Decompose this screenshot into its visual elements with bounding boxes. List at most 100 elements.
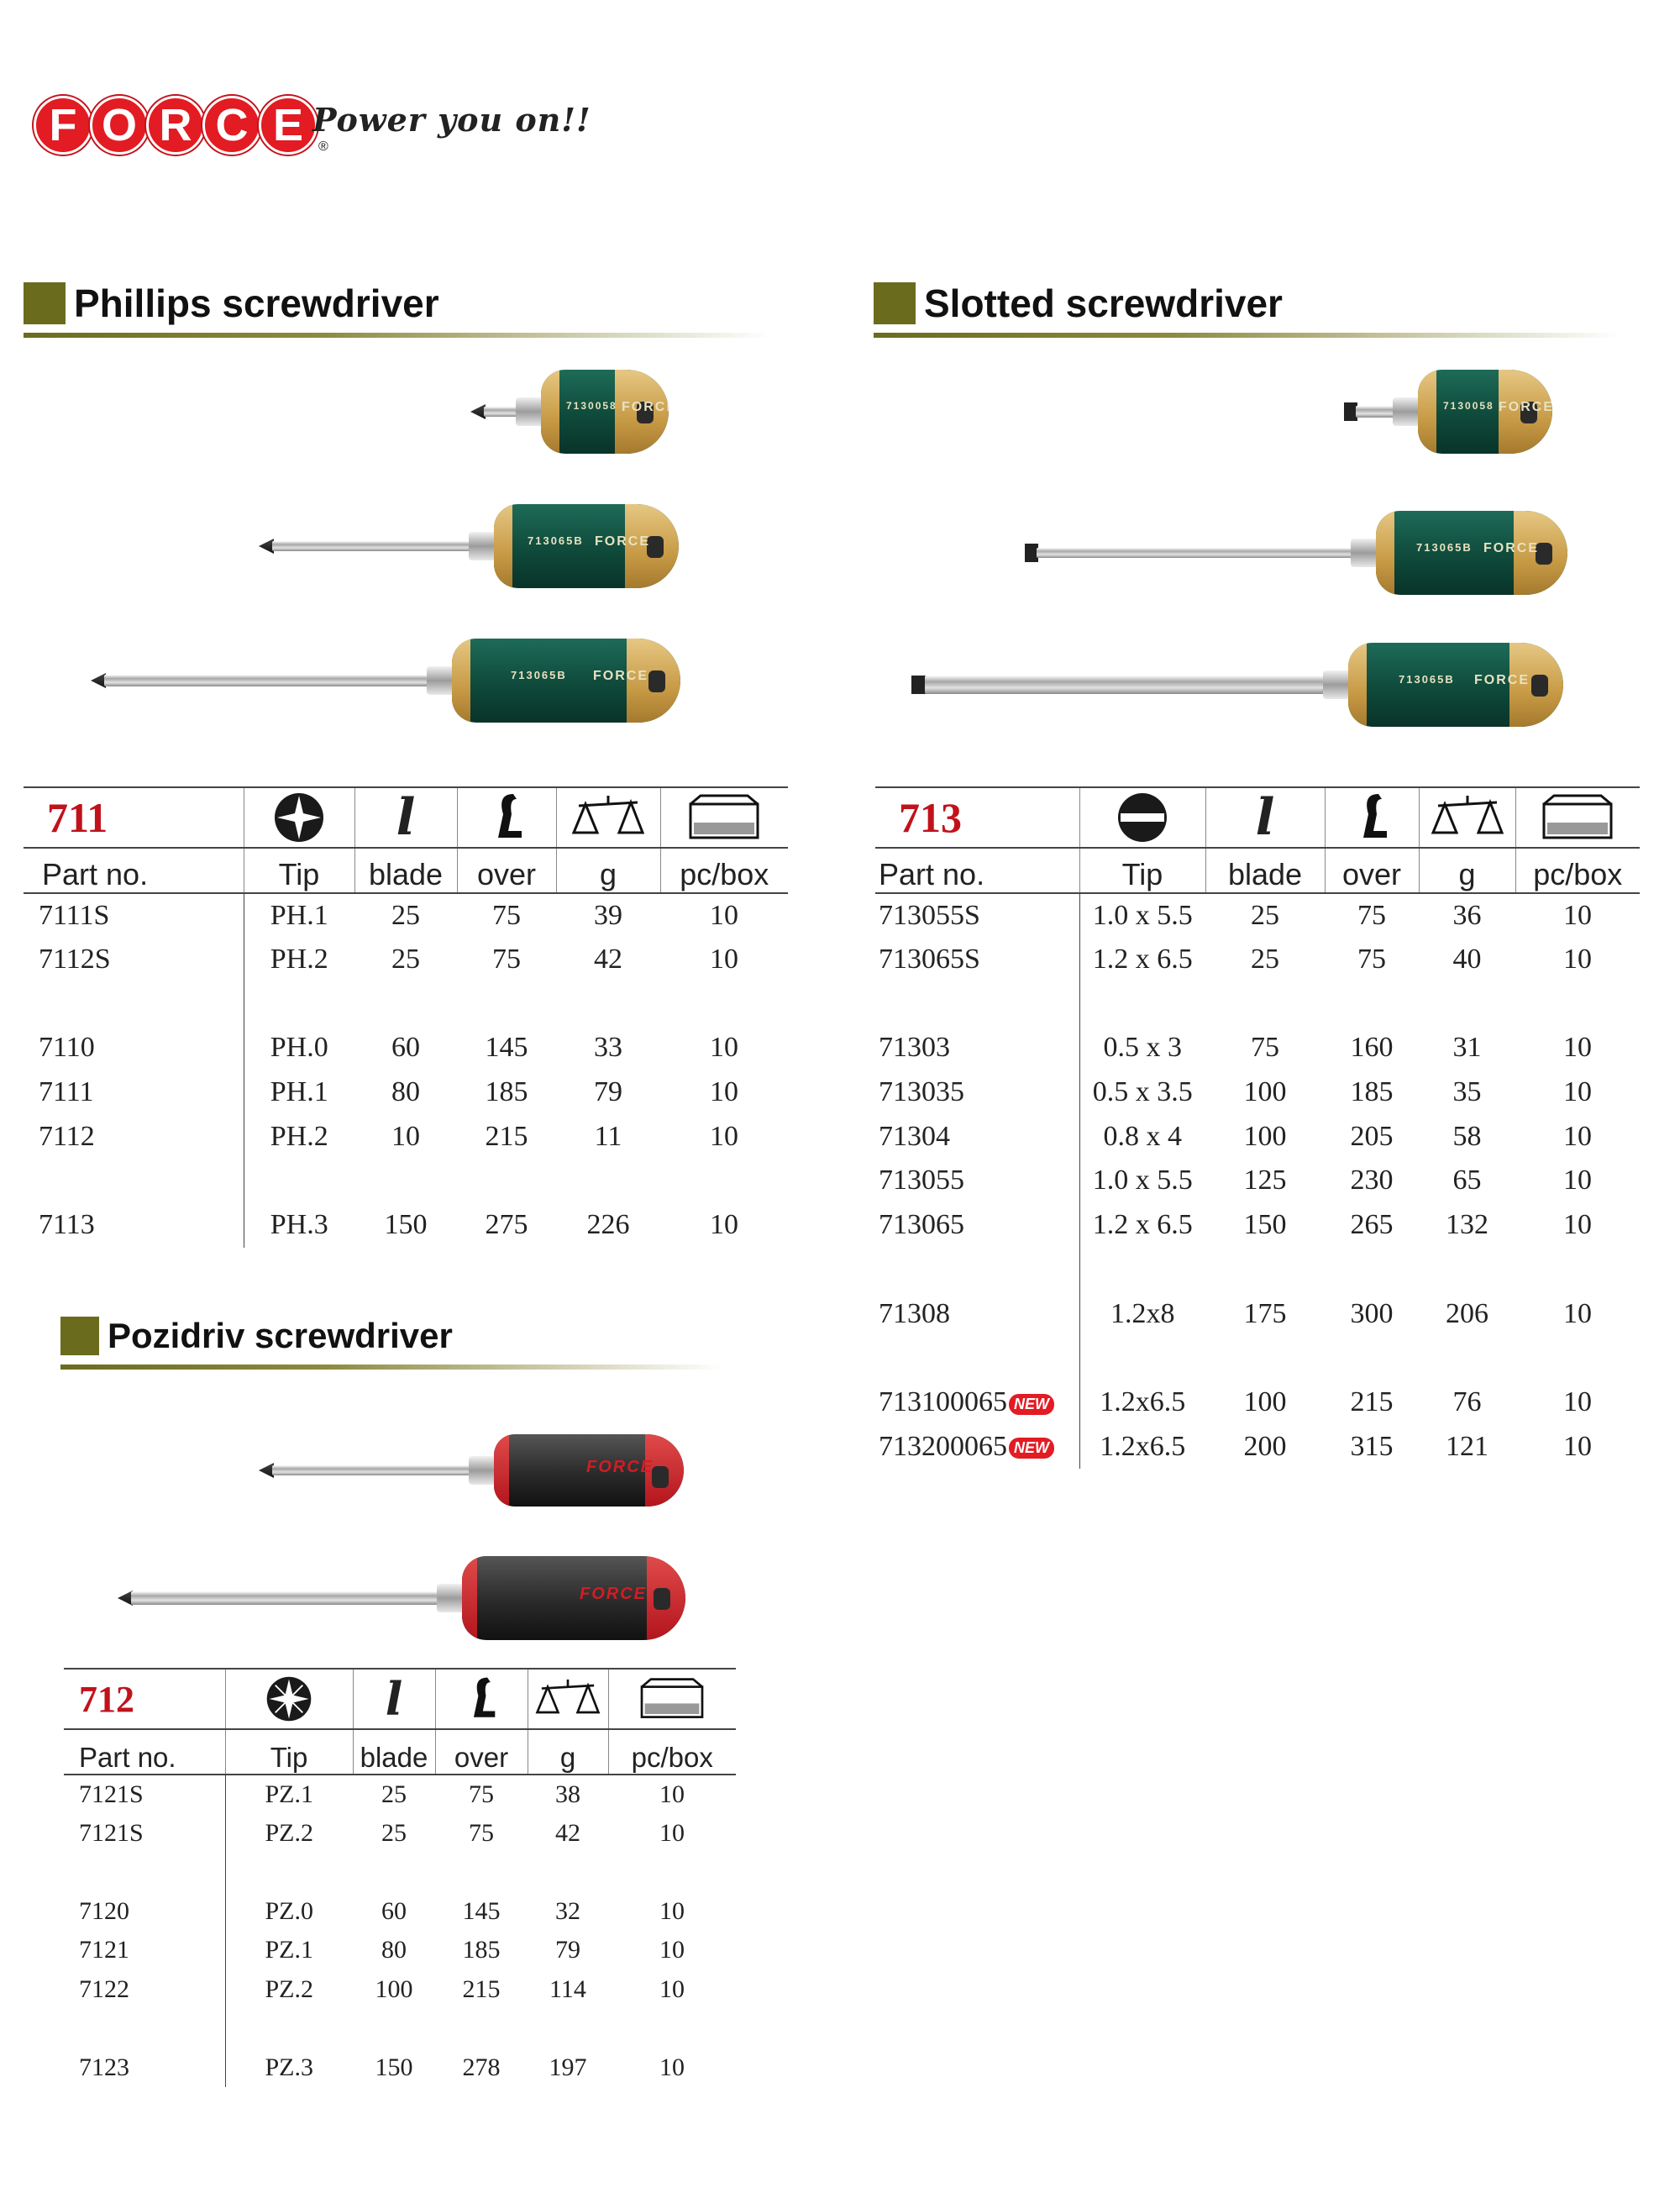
overall-length-icon (473, 1677, 496, 1717)
part-number: 7121 (79, 1936, 129, 1964)
overall-length: 275 (485, 1209, 528, 1241)
tool-label: 7130058 (566, 400, 617, 412)
tip-size: 1.2x8 (1110, 1297, 1175, 1329)
over-header: over (1324, 848, 1419, 894)
tip-size: 0.8 x 4 (1103, 1120, 1183, 1152)
g-header: g (555, 848, 660, 894)
blade-length: 25 (391, 899, 420, 931)
blade-length: 100 (375, 1975, 413, 2003)
tip-size: PH.2 (270, 944, 328, 975)
slogan: Power you on!! (312, 101, 591, 139)
slotted-icon (1118, 793, 1167, 842)
pieces-per-box: 10 (1563, 1165, 1592, 1196)
pieces-per-box: 10 (659, 1818, 685, 1847)
blade-length: 100 (1243, 1386, 1287, 1417)
tool-brand: FORCE (622, 400, 669, 414)
part-number: 713035 (879, 1076, 964, 1108)
overall-length: 215 (485, 1120, 528, 1152)
pieces-per-box: 10 (1563, 1297, 1592, 1329)
part-number: 7111 (39, 1076, 94, 1108)
box-icon (689, 794, 759, 839)
overall-length: 160 (1350, 1032, 1394, 1064)
part-number: 71308 (879, 1297, 950, 1329)
part-number: 713065 (879, 1209, 964, 1241)
blade-length: 60 (381, 1896, 407, 1925)
icon-row: 713 l (875, 786, 1640, 849)
new-badge: NEW (1009, 1438, 1054, 1459)
overall-length: 205 (1350, 1120, 1394, 1152)
part-number: 713200065 (879, 1430, 1007, 1462)
part-number: 7113 (39, 1209, 95, 1241)
pieces-per-box: 10 (710, 1209, 738, 1241)
blade-header: blade (354, 848, 457, 894)
tool-label: 713065B (511, 669, 567, 681)
spacer-row (64, 1853, 736, 1892)
tool-label: 713065B (1416, 541, 1473, 554)
over-header: over (434, 1729, 528, 1775)
part-number: 7111S (39, 899, 110, 931)
weight: 114 (549, 1975, 586, 2003)
overall-length: 278 (462, 2053, 501, 2081)
pozidriv-icon (266, 1676, 312, 1722)
tip-size: 1.2x6.5 (1100, 1430, 1186, 1462)
part-number: 713100065 (879, 1386, 1007, 1417)
heading-square-icon (60, 1317, 99, 1355)
weight: 42 (555, 1818, 580, 1847)
weight: 79 (594, 1076, 622, 1108)
overall-length: 215 (462, 1975, 501, 2003)
part-number: 7112 (39, 1120, 95, 1152)
spacer-row (875, 981, 1640, 1027)
blade-length: 80 (391, 1076, 420, 1108)
spacer-row (24, 1159, 788, 1203)
blade-length: 25 (1251, 899, 1279, 931)
weight: 38 (555, 1780, 580, 1808)
header-row: Part no. Tip blade over g pc/box (875, 848, 1640, 894)
weight: 11 (594, 1120, 622, 1152)
slotted-table: 713 l Part no. Tip blade over g pc/box 7… (875, 786, 1640, 1469)
header-row: Part no. Tip blade over g pc/box (24, 848, 788, 894)
tool-brand: FORCE (593, 669, 648, 683)
weight: 32 (555, 1896, 580, 1925)
pcbox-header: pc/box (659, 848, 788, 894)
tip-size: 0.5 x 3 (1103, 1032, 1183, 1064)
slotted-tool-long: FORCE 713065B (911, 643, 1567, 727)
blade-length: 100 (1243, 1076, 1287, 1108)
overall-length: 185 (462, 1936, 501, 1964)
series-number: 713 (899, 794, 962, 841)
blade-length: 100 (1243, 1120, 1287, 1152)
over-header: over (456, 848, 556, 894)
overall-length: 265 (1350, 1209, 1394, 1241)
pozidriv-title: Pozidriv screwdriver (108, 1316, 453, 1355)
logo-letter: F (34, 96, 92, 155)
overall-length: 300 (1350, 1297, 1394, 1329)
slotted-heading: Slotted screwdriver (874, 281, 1283, 326)
part-number: 7123 (79, 2053, 129, 2081)
blade-length: 75 (1251, 1032, 1279, 1064)
overall-length-icon (1363, 794, 1387, 838)
weight: 197 (549, 2053, 587, 2081)
tip-size: 1.2 x 6.5 (1092, 1209, 1193, 1241)
part-number: 71303 (879, 1032, 950, 1064)
overall-length: 145 (485, 1032, 528, 1064)
weight: 40 (1452, 944, 1482, 975)
weight-scale-icon (535, 1679, 601, 1714)
box-icon (640, 1678, 704, 1718)
blade-length: 200 (1243, 1430, 1287, 1462)
weight: 206 (1446, 1297, 1488, 1329)
weight: 58 (1452, 1120, 1482, 1152)
part-number: 7110 (39, 1032, 95, 1064)
phillips-tool-medium: FORCE 713065B (259, 504, 683, 588)
overall-length: 215 (1350, 1386, 1394, 1417)
tip-size: PH.0 (270, 1032, 328, 1064)
pieces-per-box: 10 (710, 899, 738, 931)
overall-length: 75 (492, 944, 521, 975)
